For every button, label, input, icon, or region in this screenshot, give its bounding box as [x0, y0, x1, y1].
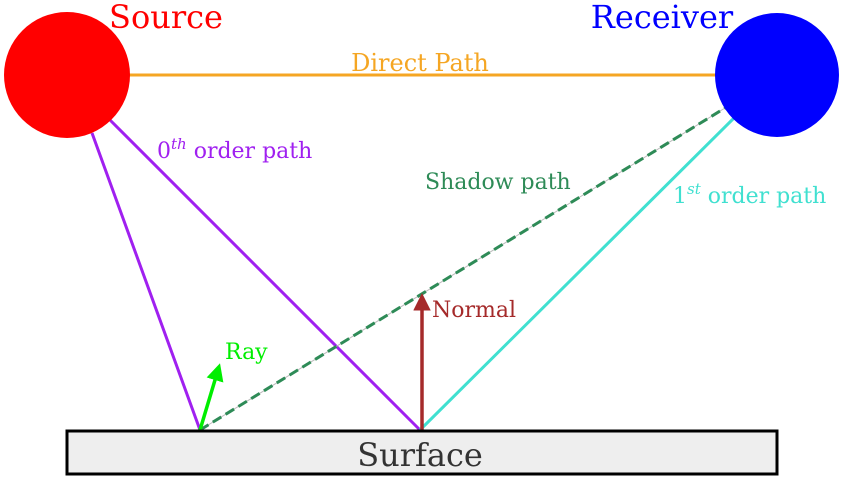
ray-arrow	[198, 363, 224, 431]
first-order-main: 1	[673, 184, 687, 209]
first-order-rest: order path	[701, 184, 827, 209]
zeroth-order-main: 0	[157, 139, 171, 164]
source-circle	[4, 12, 130, 138]
shadow-path-line	[199, 106, 726, 432]
surface-block	[65, 429, 779, 476]
normal-label: Normal	[432, 298, 516, 323]
zeroth-order-path-right	[108, 118, 422, 432]
surface-label: Surface	[357, 436, 483, 474]
zeroth-order-path-label: 0th order path	[157, 135, 312, 164]
first-order-path-line	[418, 115, 737, 432]
zeroth-order-rest: order path	[187, 139, 313, 164]
zeroth-order-path-left	[90, 132, 202, 431]
receiver-circle	[715, 13, 839, 137]
first-order-sup: st	[687, 180, 702, 198]
shadow-path-label: Shadow path	[425, 170, 571, 195]
source-label: Source	[109, 0, 223, 36]
ray-label: Ray	[225, 340, 268, 365]
receiver-label: Receiver	[591, 0, 734, 36]
direct-path-label: Direct Path	[351, 49, 489, 77]
first-order-path-label: 1st order path	[673, 180, 826, 209]
zeroth-order-sup: th	[171, 135, 187, 153]
